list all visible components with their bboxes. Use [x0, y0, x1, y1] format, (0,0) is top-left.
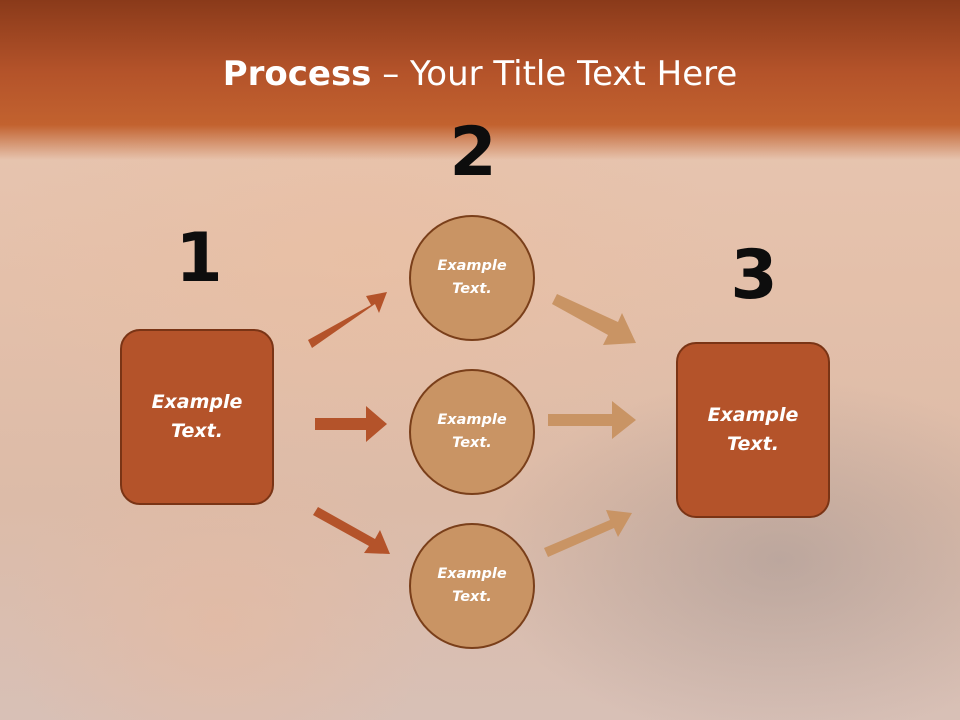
step-number-3: 3: [730, 236, 778, 315]
circle-3: Example Text.: [409, 523, 535, 649]
arrow-from-circle-3: [544, 510, 632, 557]
left-box: Example Text.: [120, 329, 274, 505]
title-rest: – Your Title Text Here: [371, 54, 738, 94]
circle-3-text: Example Text.: [437, 566, 507, 605]
title-banner: [0, 0, 960, 160]
title-bold: Process: [222, 54, 372, 94]
right-box: Example Text.: [676, 342, 830, 518]
arrow-from-circle-2: [548, 401, 636, 439]
step-number-1: 1: [175, 219, 223, 298]
arrow-from-circle-1: [552, 294, 636, 345]
arrow-to-circle-2: [315, 406, 387, 442]
circle-2-text: Example Text.: [437, 412, 507, 451]
circle-2: Example Text.: [409, 369, 535, 495]
right-box-text: Example Text.: [707, 404, 799, 455]
slide-title: Process – Your Title Text Here: [0, 52, 960, 96]
left-box-text: Example Text.: [151, 391, 243, 442]
circle-1: Example Text.: [409, 215, 535, 341]
circle-1-text: Example Text.: [437, 258, 507, 297]
step-number-2: 2: [449, 113, 497, 192]
arrow-to-circle-1: [308, 292, 387, 348]
arrow-to-circle-3: [313, 507, 390, 554]
